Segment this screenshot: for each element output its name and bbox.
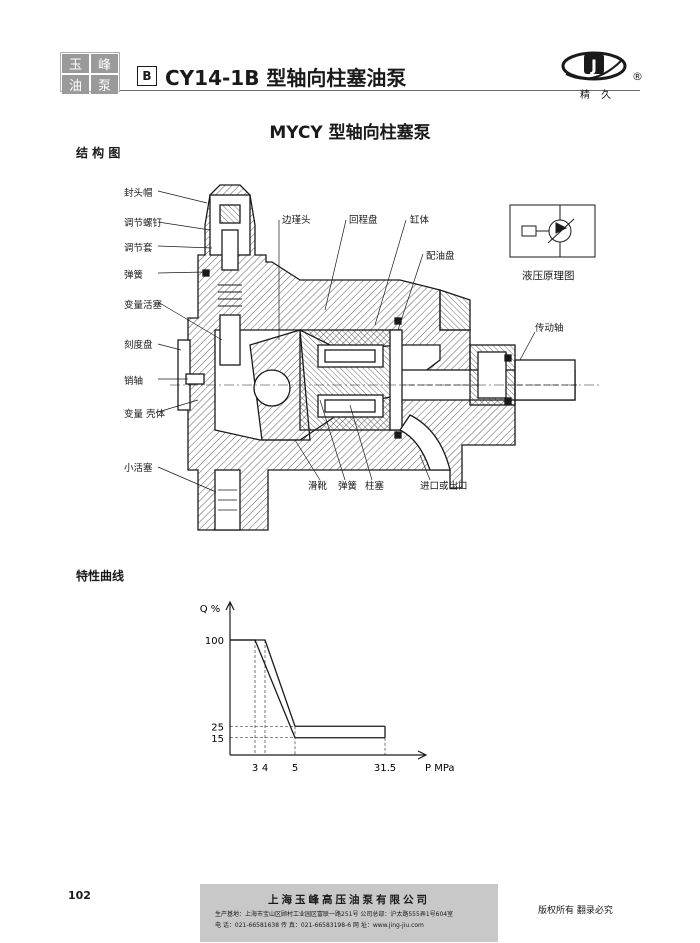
footer-company: 上海玉峰高压油泵有限公司 <box>268 894 430 906</box>
callout-label: 刻度盘 <box>124 340 153 351</box>
company-logo-box: 玉 峰 油 泵 <box>60 52 120 94</box>
callout-label: 变量 壳体 <box>124 409 166 420</box>
callout-label: 配油盘 <box>426 251 455 262</box>
callout-label: 滑靴 <box>308 481 328 492</box>
chart-x-tick-label: 31.5 <box>374 763 396 774</box>
page-title: MYCY 型轴向柱塞泵 <box>269 123 431 143</box>
footer-address-line: 生产基地：上海市宝山区顾村工业园区富联一路251号 公司总部：沪太路555弄1号… <box>215 911 454 918</box>
chart-series-line <box>230 639 385 739</box>
chart-x-tick-label: 3 <box>252 763 258 774</box>
copyright-notice: 版权所有 翻录必究 <box>538 906 613 916</box>
logo-char: 油 <box>62 75 89 94</box>
brand-logo-icon: J ® <box>561 51 643 83</box>
logo-char: 峰 <box>91 54 118 73</box>
registered-symbol: ® <box>632 70 643 83</box>
brand-name: 精 久 <box>580 90 616 101</box>
series-title: CY14-1B 型轴向柱塞油泵 <box>165 66 407 90</box>
hydraulic-schematic-label: 液压原理图 <box>522 270 575 282</box>
y-axis-label-q: Q % <box>200 604 221 615</box>
callout-label: 柱塞 <box>365 481 385 492</box>
footer-contact-line: 电 话：021-66581638 传 真：021-66583198-6 网 址：… <box>215 922 424 929</box>
brand-mark: J <box>590 56 597 75</box>
y-axis-arrow <box>225 600 235 611</box>
section-badge: B <box>137 66 157 86</box>
page-number: 102 <box>68 889 91 902</box>
chart-series-line <box>230 639 385 727</box>
callout-label: 进口或出口 <box>420 481 468 492</box>
logo-char: 玉 <box>62 54 89 73</box>
chart-x-tick-label: 4 <box>262 763 268 774</box>
logo-char: 泵 <box>91 75 118 94</box>
chart-y-tick-label: 15 <box>211 734 224 745</box>
chart-y-tick-label: 25 <box>211 722 224 733</box>
callout-label: 弹簧 <box>124 270 144 281</box>
hydraulic-schematic-icon <box>509 204 596 258</box>
callout-label: 边瑾头 <box>282 215 311 226</box>
pump-cross-section-drawing <box>157 184 600 531</box>
chart-x-tick-label: 5 <box>292 763 298 774</box>
footer-bar <box>200 884 498 942</box>
callout-label: 传动轴 <box>535 323 564 334</box>
callout-label: 调节套 <box>124 243 153 254</box>
characteristic-heading: 特性曲线 <box>76 569 125 583</box>
callout-label: 调节螺钉 <box>124 218 163 229</box>
callout-label: 封头帽 <box>124 188 153 199</box>
chart-y-tick-label: 100 <box>205 636 224 647</box>
callout-label: 弹簧 <box>338 481 358 492</box>
callout-label: 缸体 <box>410 215 430 226</box>
callout-label: 变量活塞 <box>124 300 163 311</box>
callout-label: 销轴 <box>124 376 144 387</box>
callout-label: 回程盘 <box>349 215 378 226</box>
callout-label: 小活塞 <box>124 463 153 474</box>
x-axis-arrow <box>417 750 428 760</box>
x-axis-label: P MPa <box>425 763 455 774</box>
header-rule <box>120 90 640 91</box>
structure-heading: 结 构 图 <box>76 146 121 160</box>
